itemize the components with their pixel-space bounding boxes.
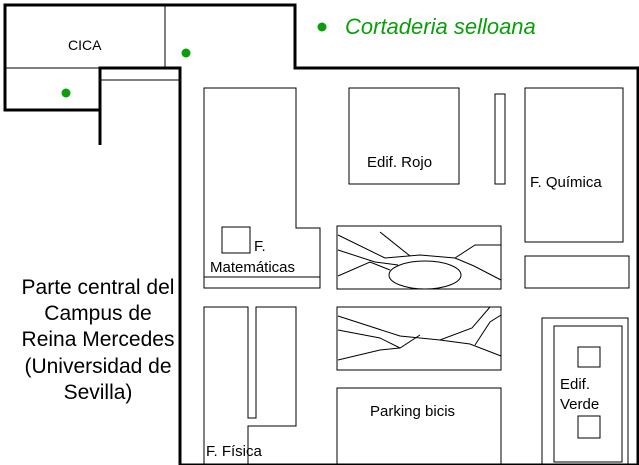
garden-south	[336, 306, 502, 371]
caption-line-1: Parte central del	[22, 276, 175, 299]
caption-line-4: (Universidad de	[24, 355, 171, 378]
f-matematicas-label-2: Matemáticas	[210, 259, 295, 276]
caption-line-5: Sevilla)	[64, 381, 133, 404]
plant-marker-cica-lower	[61, 88, 71, 98]
building-f-fisica	[203, 306, 297, 465]
edif-verde-label-2: Verde	[560, 396, 599, 413]
plant-marker-cica-right	[181, 48, 191, 58]
f-matematicas-label-1: F.	[254, 238, 266, 255]
legend-marker-icon	[317, 22, 327, 32]
strip-east	[524, 255, 630, 289]
building-edif-rojo	[348, 87, 460, 185]
f-fisica-label: F. Física	[206, 443, 262, 460]
edif-verde-label-1: Edif.	[560, 376, 590, 393]
parking-bicis-label: Parking bicis	[370, 403, 455, 420]
caption-line-3: Reina Mercedes	[22, 328, 175, 351]
matematicas-courtyard	[221, 226, 251, 254]
map-caption: Parte central del Campus de Reina Merced…	[22, 276, 175, 404]
verde-box-top	[577, 346, 601, 368]
building-f-matematicas	[203, 87, 321, 289]
building-edif-verde-outer	[541, 317, 629, 465]
legend-label: Cortaderia selloana	[345, 14, 536, 39]
verde-box-bottom	[577, 415, 601, 439]
building-edif-verde	[553, 325, 623, 463]
cica-label: CICA	[68, 37, 102, 53]
cica-block	[5, 5, 181, 81]
narrow-strip	[494, 93, 506, 185]
building-f-quimica	[524, 87, 624, 243]
caption-line-2: Campus de	[44, 302, 151, 325]
parking-bicis	[336, 387, 502, 465]
garden-north	[336, 225, 502, 290]
f-quimica-label: F. Química	[530, 174, 602, 191]
campus-boundary-detail	[3, 3, 638, 465]
edif-rojo-label: Edif. Rojo	[367, 154, 432, 171]
